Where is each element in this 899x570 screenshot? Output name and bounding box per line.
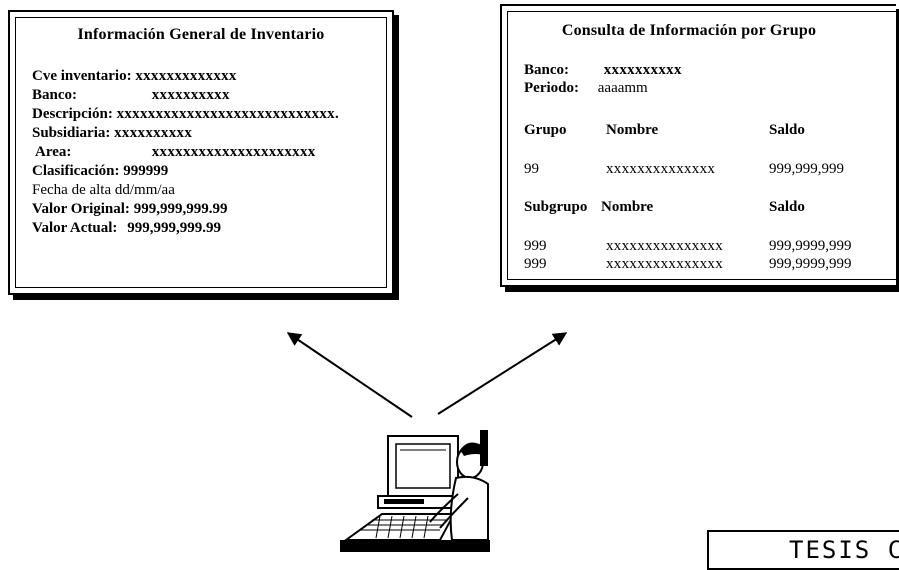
subgroup-row-1-code: 999 xyxy=(524,238,547,254)
clasificacion-value: 999999 xyxy=(123,163,169,179)
cve-inventario-label: Cve inventario: xyxy=(32,68,132,84)
clasificacion-row: Clasificación: 999999 xyxy=(32,163,168,180)
fecha-alta-value: dd/mm/aa xyxy=(114,182,175,198)
fecha-alta-row: Fecha de alta dd/mm/aa xyxy=(32,182,175,199)
banco-value: xxxxxxxxxx xyxy=(151,87,230,103)
descripcion-label: Descripción: xyxy=(32,106,113,122)
group-query-title: Consulta de Información por Grupo xyxy=(561,22,817,39)
rp-periodo-value: aaaamm xyxy=(597,80,648,96)
user-at-computer-icon xyxy=(340,430,490,552)
thesis-stamp-text: TESIS CO xyxy=(789,536,899,564)
area-row: Area: xxxxxxxxxxxxxxxxxxxxx xyxy=(35,144,316,161)
group-row-saldo: 999,999,999 xyxy=(769,161,844,177)
group-header-nombre: Nombre xyxy=(606,122,659,138)
area-value: xxxxxxxxxxxxxxxxxxxxx xyxy=(151,144,316,160)
inventory-info-inner-frame xyxy=(15,17,387,288)
rp-periodo-label: Periodo: xyxy=(524,80,579,96)
subgroup-row-2-saldo: 999,9999,999 xyxy=(769,256,852,272)
cve-inventario-row: Cve inventario: xxxxxxxxxxxxx xyxy=(32,68,237,85)
rp-banco-value: xxxxxxxxxx xyxy=(603,62,682,78)
rp-banco-row: Banco: xxxxxxxxxx xyxy=(524,62,682,79)
valor-original-label: Valor Original: xyxy=(32,201,130,217)
subgroup-header-saldo: Saldo xyxy=(769,199,805,215)
valor-actual-value: 999,999,999.99 xyxy=(127,220,221,236)
valor-original-value: 999,999,999.99 xyxy=(133,201,228,217)
inventory-info-screen: Información General de Inventario Cve in… xyxy=(8,10,394,295)
subgroup-row-2-nombre: xxxxxxxxxxxxxxx xyxy=(606,256,723,272)
valor-actual-label: Valor Actual: xyxy=(32,220,118,236)
subsidiaria-row: Subsidiaria: xxxxxxxxxx xyxy=(32,125,192,142)
arrow-to-group-screen xyxy=(437,332,568,415)
group-query-inner-frame xyxy=(507,11,898,280)
banco-row: Banco: xxxxxxxxxx xyxy=(32,87,230,104)
clasificacion-label: Clasificación: xyxy=(32,163,120,179)
group-query-screen: Consulta de Información por Grupo Banco:… xyxy=(500,4,898,287)
descripcion-value: xxxxxxxxxxxxxxxxxxxxxxxxxxxx. xyxy=(116,106,340,122)
subgroup-row-2-code: 999 xyxy=(524,256,547,272)
valor-original-row: Valor Original: 999,999,999.99 xyxy=(32,201,227,218)
group-header-saldo: Saldo xyxy=(769,122,805,138)
group-row-grupo: 99 xyxy=(524,161,539,177)
rp-periodo-row: Periodo: aaaamm xyxy=(524,80,648,97)
group-row-nombre: xxxxxxxxxxxxxx xyxy=(606,161,716,177)
arrow-to-inventory-screen xyxy=(286,332,413,418)
area-label: Area: xyxy=(35,144,72,160)
group-header-grupo: Grupo xyxy=(524,122,567,138)
subgroup-header-nombre: Nombre xyxy=(601,199,654,215)
subsidiaria-label: Subsidiaria: xyxy=(32,125,111,141)
banco-label: Banco: xyxy=(32,87,77,103)
subgroup-row-1-nombre: xxxxxxxxxxxxxxx xyxy=(606,238,723,254)
diagram-graphics xyxy=(286,332,568,552)
fecha-alta-label: Fecha de alta xyxy=(32,182,112,198)
thesis-stamp: TESIS CO xyxy=(707,530,899,570)
descripcion-row: Descripción: xxxxxxxxxxxxxxxxxxxxxxxxxxx… xyxy=(32,106,339,123)
inventory-info-title: Información General de Inventario xyxy=(77,26,325,43)
subgroup-header-subgrupo: Subgrupo xyxy=(524,199,588,215)
cve-inventario-value: xxxxxxxxxxxxx xyxy=(135,68,237,84)
rp-banco-label: Banco: xyxy=(524,62,569,78)
subsidiaria-value: xxxxxxxxxx xyxy=(114,125,193,141)
subgroup-row-1-saldo: 999,9999,999 xyxy=(769,238,852,254)
valor-actual-row: Valor Actual: 999,999,999.99 xyxy=(32,220,221,237)
